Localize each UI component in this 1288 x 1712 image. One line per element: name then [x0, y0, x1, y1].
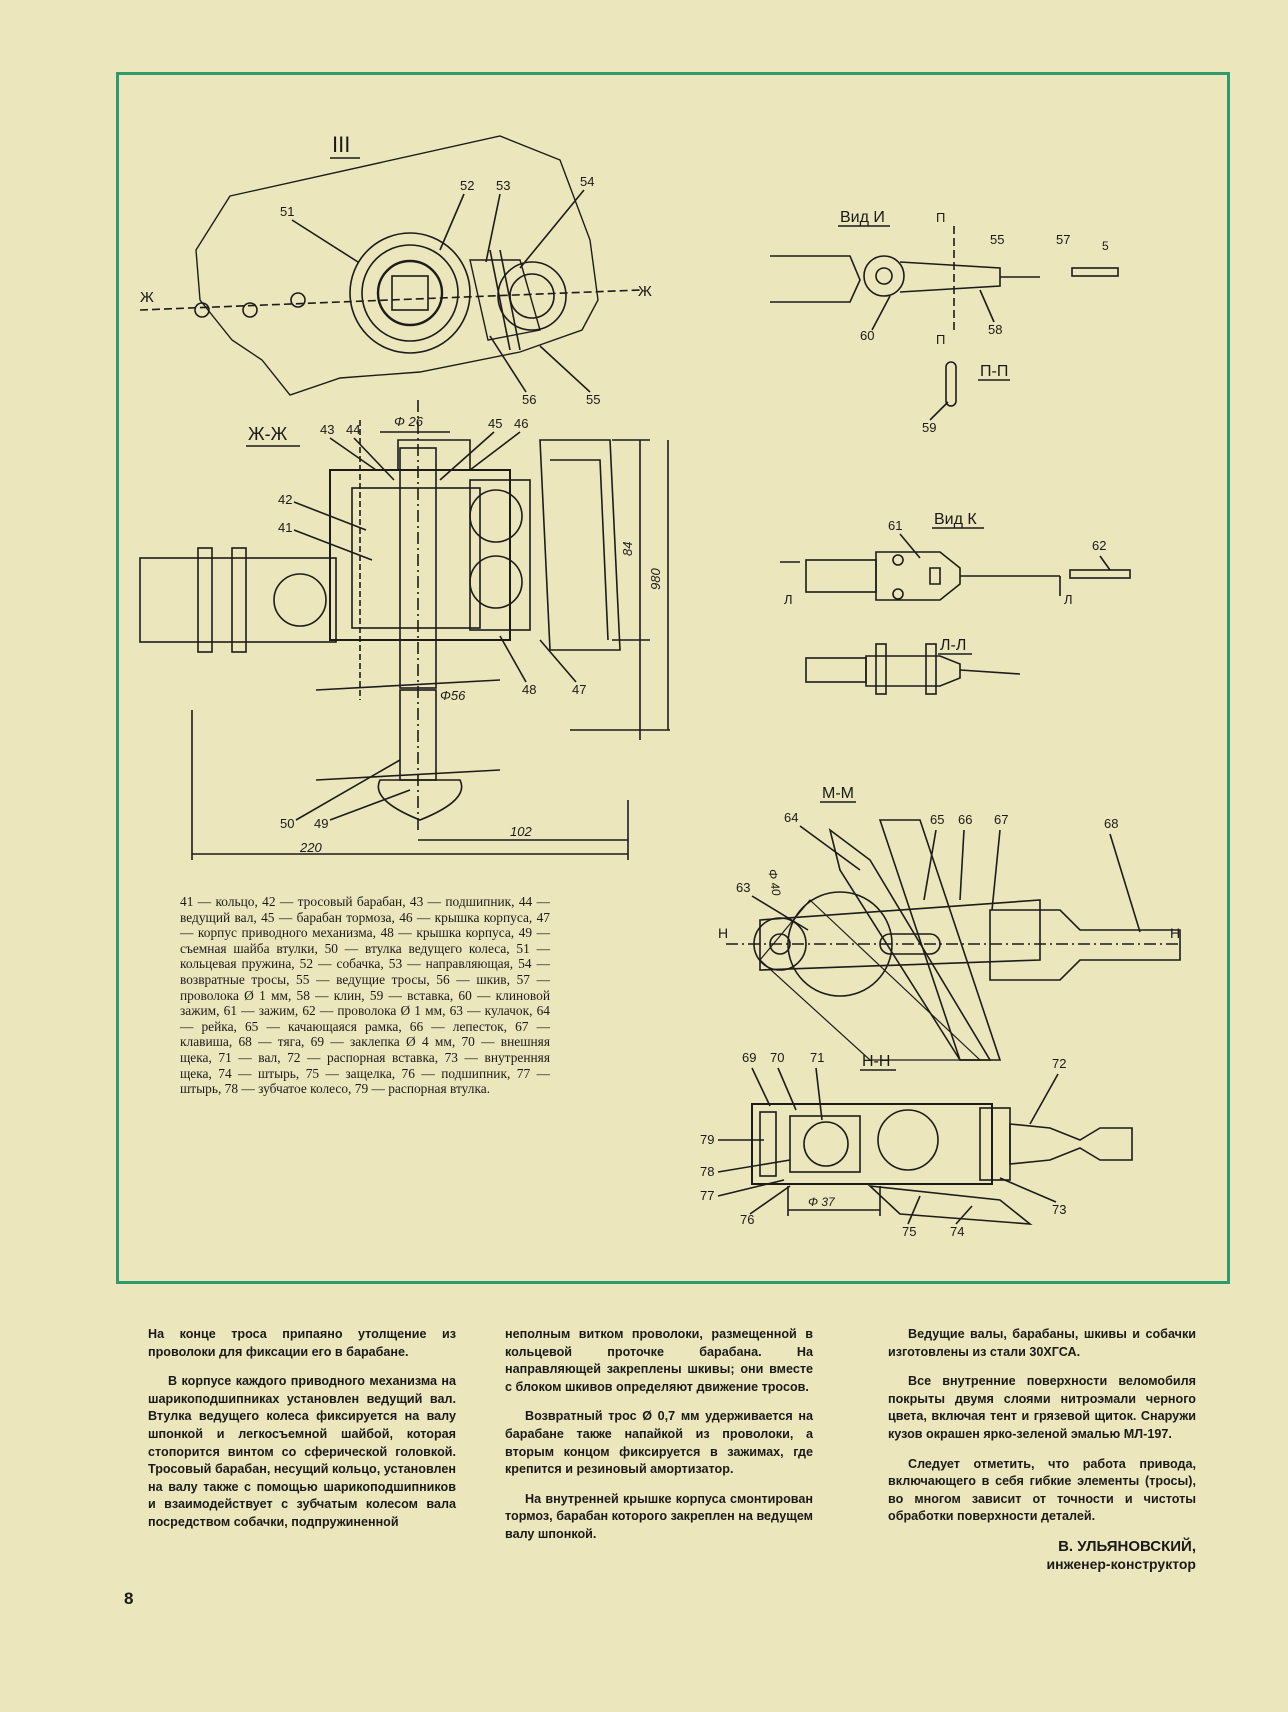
author-name: В. УЛЬЯНОВСКИЙ,	[1058, 1537, 1196, 1555]
part-74: 74	[950, 1224, 964, 1239]
part-54: 54	[580, 174, 594, 189]
part-53: 53	[496, 178, 510, 193]
dim-d5: 5	[1102, 239, 1109, 253]
label-view-iii: III	[332, 132, 350, 157]
cut-mark-n-left: Н	[718, 925, 728, 941]
part-65: 65	[930, 812, 944, 827]
part-79: 79	[700, 1132, 714, 1147]
part-44: 44	[346, 422, 360, 437]
cut-mark-n-right: Н	[1170, 925, 1180, 941]
paragraph: неполным витком проволоки, размещенной в…	[505, 1327, 813, 1394]
dim-d220: 220	[299, 840, 322, 855]
dim-d980: 980	[648, 568, 663, 590]
section-l-l: Л-Л	[805, 637, 1021, 695]
part-57: 57	[1056, 232, 1070, 247]
view-iii: III Ж Ж 51 52 53 54 56 55	[139, 132, 652, 407]
paragraph: В корпусе каждого приводного механизма н…	[148, 1374, 456, 1529]
part-60: 60	[860, 328, 874, 343]
part-55-b: 55	[990, 232, 1004, 247]
part-64: 64	[784, 810, 798, 825]
section-n-n: Н-Н Φ 37 69 70 71 72 79 78	[700, 1050, 1133, 1239]
figure-legend: 41 — кольцо, 42 — тросовый барабан, 43 —…	[180, 894, 550, 1097]
label-section-zh-zh: Ж-Ж	[248, 424, 288, 444]
section-p-p: П-П 59	[922, 361, 1010, 435]
dim-d102: 102	[510, 824, 532, 839]
part-75: 75	[902, 1224, 916, 1239]
part-50: 50	[280, 816, 294, 831]
part-51: 51	[280, 204, 294, 219]
label-section-m-m: М-М	[822, 785, 854, 802]
cut-mark-p-top: П	[936, 210, 945, 225]
cut-mark-zh-left: Ж	[140, 289, 154, 306]
label-section-l-l: Л-Л	[940, 637, 966, 654]
label-view-i: Вид И	[840, 209, 885, 226]
cut-mark-l-left: Л	[784, 592, 793, 607]
part-70: 70	[770, 1050, 784, 1065]
part-58: 58	[988, 322, 1002, 337]
part-46: 46	[514, 416, 528, 431]
dim-d40: Φ 40	[765, 868, 783, 897]
part-66: 66	[958, 812, 972, 827]
dim-d84: 84	[620, 542, 635, 556]
cut-mark-zh-right: Ж	[638, 283, 652, 300]
paragraph: На внутренней крышке корпуса смонтирован…	[505, 1491, 813, 1541]
dim-d37: Φ 37	[808, 1195, 836, 1209]
part-49: 49	[314, 816, 328, 831]
part-76: 76	[740, 1212, 754, 1227]
part-77: 77	[700, 1188, 714, 1203]
part-68: 68	[1104, 816, 1118, 831]
label-section-p-p: П-П	[980, 363, 1008, 380]
part-55: 55	[586, 392, 600, 407]
part-62: 62	[1092, 538, 1106, 553]
part-42: 42	[278, 492, 292, 507]
part-52: 52	[460, 178, 474, 193]
part-72: 72	[1052, 1056, 1066, 1071]
part-78: 78	[700, 1164, 714, 1179]
paragraph: Ведущие валы, барабаны, шкивы и собачки …	[888, 1327, 1196, 1359]
cut-mark-p-bottom: П	[936, 332, 945, 347]
section-m-m: М-М Н Н Φ 40 64 65 66 67 68 63	[718, 785, 1181, 1061]
cut-mark-l-right: Л	[1064, 592, 1073, 607]
part-47: 47	[572, 682, 586, 697]
paragraph: Возвратный трос Ø 0,7 мм удерживается на…	[505, 1409, 813, 1477]
part-56: 56	[522, 392, 536, 407]
part-61: 61	[888, 518, 902, 533]
article-column-1: На конце троса припаяно утолщение из про…	[148, 1326, 456, 1544]
figure-frame	[116, 72, 1230, 1284]
part-71: 71	[810, 1050, 824, 1065]
part-67: 67	[994, 812, 1008, 827]
part-45: 45	[488, 416, 502, 431]
page-number: 8	[124, 1589, 134, 1608]
part-69: 69	[742, 1050, 756, 1065]
label-view-k: Вид К	[934, 511, 977, 528]
dim-d26: Φ 26	[394, 414, 424, 429]
section-zh-zh: Ж-Ж	[139, 400, 670, 860]
part-59: 59	[922, 420, 936, 435]
author-role: инженер-конструктор	[1046, 1555, 1196, 1572]
paragraph: Следует отметить, что работа привода, вк…	[888, 1456, 1196, 1524]
part-43: 43	[320, 422, 334, 437]
part-41: 41	[278, 520, 292, 535]
part-63: 63	[736, 880, 750, 895]
label-section-n-n: Н-Н	[862, 1053, 890, 1070]
article-column-3: Ведущие валы, барабаны, шкивы и собачки …	[888, 1326, 1196, 1573]
view-i: Вид И П П 5 55 57 60 58	[770, 209, 1119, 347]
paragraph: Все внутренние поверхности веломобиля по…	[888, 1374, 1196, 1441]
view-k: Вид К 61 62 Л Л	[780, 511, 1131, 607]
article-column-2: неполным витком проволоки, размещенной в…	[505, 1326, 813, 1556]
part-48: 48	[522, 682, 536, 697]
part-73: 73	[1052, 1202, 1066, 1217]
paragraph: На конце троса припаяно утолщение из про…	[148, 1327, 456, 1359]
dim-d56: Φ56	[440, 688, 466, 703]
